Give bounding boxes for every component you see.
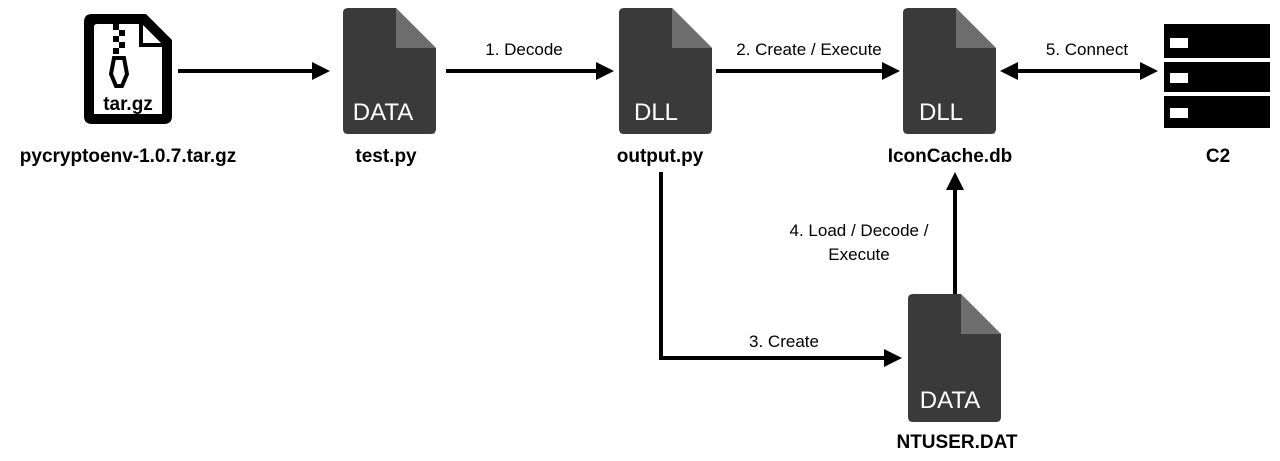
- arrowhead-connect-left: [1000, 62, 1018, 80]
- test-py-label: test.py: [355, 146, 417, 167]
- c2-label: C2: [1206, 146, 1230, 167]
- ntuser-icon-text: DATA: [920, 387, 980, 414]
- file-icon: DATA: [908, 294, 1001, 422]
- edge-label-create-execute: 2. Create / Execute: [736, 40, 882, 59]
- iconcache-node: DLL IconCache.db: [888, 8, 1013, 167]
- ntuser-node: DATA NTUSER.DAT: [896, 294, 1018, 453]
- archive-icon-text: tar.gz: [103, 94, 153, 115]
- arrow-create: [659, 172, 890, 360]
- ntuser-label: NTUSER.DAT: [896, 432, 1017, 453]
- test-py-node: DATA test.py: [343, 8, 436, 167]
- archive-file-icon: tar.gz: [84, 14, 172, 124]
- archive-label: pycryptoenv-1.0.7.tar.gz: [20, 146, 236, 167]
- file-icon: DLL: [619, 8, 712, 134]
- iconcache-label: IconCache.db: [888, 146, 1013, 167]
- archive-node: tar.gz pycryptoenv-1.0.7.tar.gz: [20, 14, 236, 167]
- iconcache-icon-text: DLL: [919, 99, 963, 126]
- file-icon: DLL: [903, 8, 996, 134]
- output-py-label: output.py: [617, 146, 704, 167]
- edge-label-create: 3. Create: [749, 332, 819, 351]
- arrowhead-connect-right: [1140, 62, 1158, 80]
- arrowhead-load-decode-execute: [946, 172, 964, 190]
- arrowhead-archive-to-test: [312, 62, 330, 80]
- edge-label-connect: 5. Connect: [1046, 40, 1128, 59]
- output-py-icon-text: DLL: [634, 99, 678, 126]
- edge-label-decode: 1. Decode: [485, 40, 563, 59]
- c2-node: C2: [1164, 24, 1270, 167]
- output-py-node: DLL output.py: [617, 8, 712, 167]
- test-py-icon-text: DATA: [353, 99, 413, 126]
- file-icon: DATA: [343, 8, 436, 134]
- edges: [178, 62, 1158, 367]
- arrowhead-create: [884, 349, 902, 367]
- arrowhead-decode: [596, 62, 614, 80]
- arrowhead-create-execute: [882, 62, 900, 80]
- server-rack-icon: [1164, 24, 1270, 128]
- edge-label-load-decode-line1: 4. Load / Decode /: [790, 221, 929, 240]
- edge-label-load-decode-line2: Execute: [828, 245, 889, 264]
